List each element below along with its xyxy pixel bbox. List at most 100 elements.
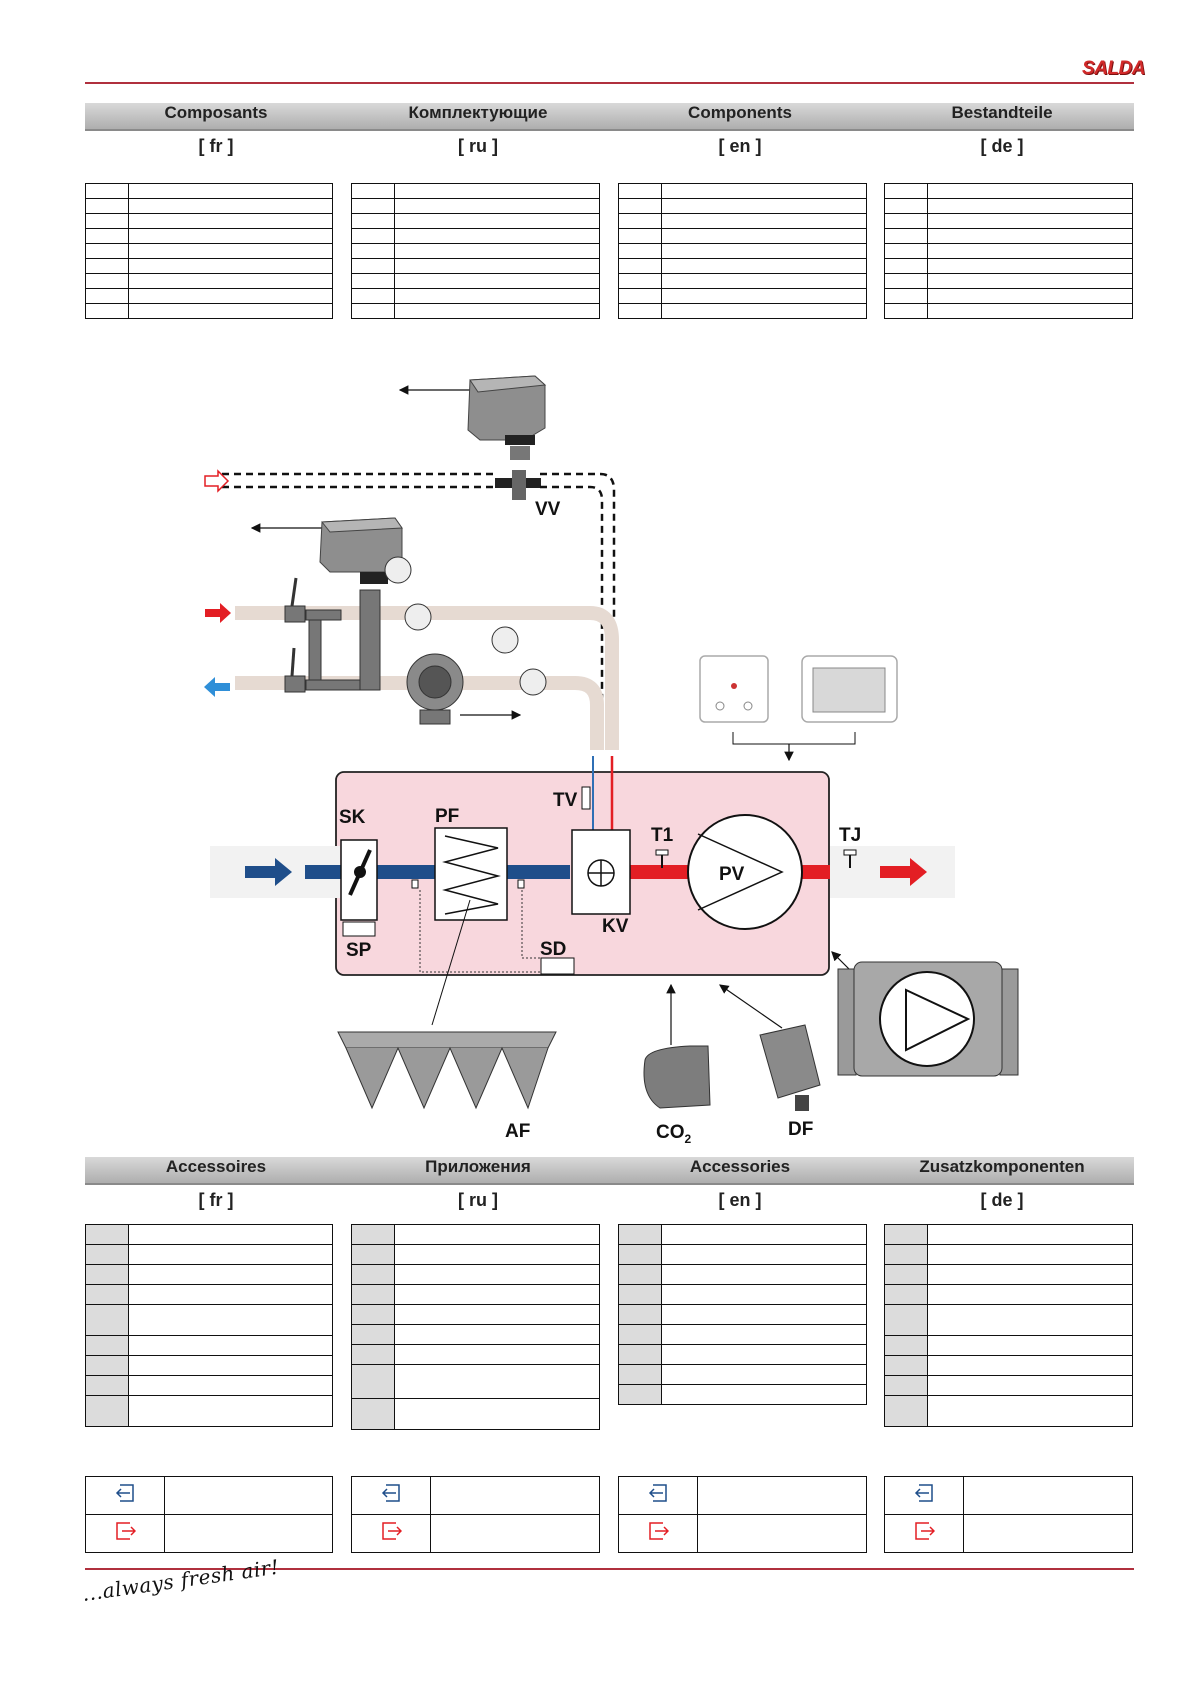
row-number-cell: [884, 1395, 928, 1427]
footer-rule: [85, 1568, 1134, 1570]
row-number-cell: [884, 1284, 928, 1305]
row-text-cell: [394, 258, 600, 274]
label-af: AF: [505, 1121, 530, 1142]
row-text-cell: [394, 273, 600, 289]
row-text-cell: [394, 1398, 600, 1430]
row-number-cell: [351, 1364, 395, 1399]
row-text-cell: [927, 258, 1133, 274]
legend-row: [351, 1514, 600, 1553]
row-text-cell: [128, 1375, 333, 1396]
table-row: [85, 1284, 333, 1305]
row-text-cell: [661, 273, 867, 289]
table-row: [351, 1398, 600, 1430]
table-row: [85, 1395, 333, 1427]
legend-icon-cell: [884, 1514, 964, 1553]
table-row: [884, 1335, 1133, 1356]
table-row: [884, 213, 1133, 229]
legend-row: [85, 1476, 333, 1515]
components-table-fr: [85, 183, 333, 319]
table-row: [884, 288, 1133, 304]
row-text-cell: [661, 303, 867, 319]
row-text-cell: [661, 1224, 867, 1245]
accessories-lang-de: [ de ]: [980, 1190, 1024, 1210]
row-number-cell: [85, 288, 129, 304]
table-row: [618, 1284, 867, 1305]
row-text-cell: [661, 1304, 867, 1325]
row-number-cell: [85, 303, 129, 319]
components-table-de: [884, 183, 1133, 319]
row-number-cell: [618, 1264, 662, 1285]
row-number-cell: [884, 273, 928, 289]
table-row: [884, 183, 1133, 199]
row-number-cell: [351, 1398, 395, 1430]
table-row: [85, 183, 333, 199]
accessories-table-en: [618, 1224, 867, 1405]
legend-table-en: [618, 1476, 867, 1553]
table-row: [351, 198, 600, 214]
table-row: [85, 1375, 333, 1396]
return-water-arrow-icon: [204, 677, 230, 697]
row-text-cell: [661, 213, 867, 229]
row-text-cell: [927, 183, 1133, 199]
row-text-cell: [661, 288, 867, 304]
row-text-cell: [661, 1264, 867, 1285]
row-text-cell: [927, 1335, 1133, 1356]
row-number-cell: [618, 183, 662, 199]
supply-air-icon: [382, 1522, 403, 1540]
legend-icon-cell: [618, 1514, 698, 1553]
legend-icon-cell: [351, 1514, 431, 1553]
row-number-cell: [618, 213, 662, 229]
supply-air-icon: [915, 1522, 936, 1540]
row-text-cell: [394, 288, 600, 304]
duct-fan: [837, 961, 1019, 1077]
row-number-cell: [884, 1264, 928, 1285]
legend-text-cell: [963, 1476, 1133, 1515]
table-row: [351, 1324, 600, 1345]
row-number-cell: [618, 273, 662, 289]
legend-icon-cell: [85, 1514, 165, 1553]
row-text-cell: [128, 198, 333, 214]
row-text-cell: [128, 183, 333, 199]
row-number-cell: [351, 1304, 395, 1325]
legend-table-fr: [85, 1476, 333, 1553]
label-sd: SD: [540, 939, 566, 960]
table-row: [351, 1244, 600, 1265]
row-number-cell: [85, 1284, 129, 1305]
table-row: [351, 1344, 600, 1365]
accessories-lang-en: [ en ]: [718, 1190, 762, 1210]
heat-supply-outline-arrow-icon: [204, 469, 230, 493]
legend-text-cell: [164, 1514, 333, 1553]
row-text-cell: [927, 243, 1133, 259]
legend-text-cell: [430, 1476, 600, 1515]
row-number-cell: [351, 1244, 395, 1265]
table-row: [618, 228, 867, 244]
label-sk: SK: [339, 807, 366, 828]
row-text-cell: [128, 258, 333, 274]
accessories-title-ru: Приложения: [425, 1157, 531, 1176]
row-number-cell: [85, 273, 129, 289]
table-row: [884, 243, 1133, 259]
legend-text-cell: [963, 1514, 1133, 1553]
table-row: [884, 1244, 1133, 1265]
row-number-cell: [85, 1304, 129, 1336]
row-number-cell: [618, 1384, 662, 1405]
row-text-cell: [128, 1224, 333, 1245]
accessories-table-de: [884, 1224, 1133, 1427]
row-number-cell: [351, 228, 395, 244]
table-row: [884, 1304, 1133, 1336]
row-number-cell: [85, 243, 129, 259]
label-tj: TJ: [839, 825, 861, 846]
label-vv: VV: [535, 499, 561, 520]
row-number-cell: [618, 288, 662, 304]
table-row: [85, 1224, 333, 1245]
ventilation-diagram: VV: [204, 375, 1019, 1146]
table-row: [351, 228, 600, 244]
label-kv: KV: [602, 916, 629, 937]
row-number-cell: [351, 1224, 395, 1245]
table-row: [85, 213, 333, 229]
table-row: [884, 1375, 1133, 1396]
legend-row: [618, 1514, 867, 1553]
table-row: [884, 1284, 1133, 1305]
components-title-de: Bestandteile: [951, 103, 1053, 122]
table-row: [85, 198, 333, 214]
